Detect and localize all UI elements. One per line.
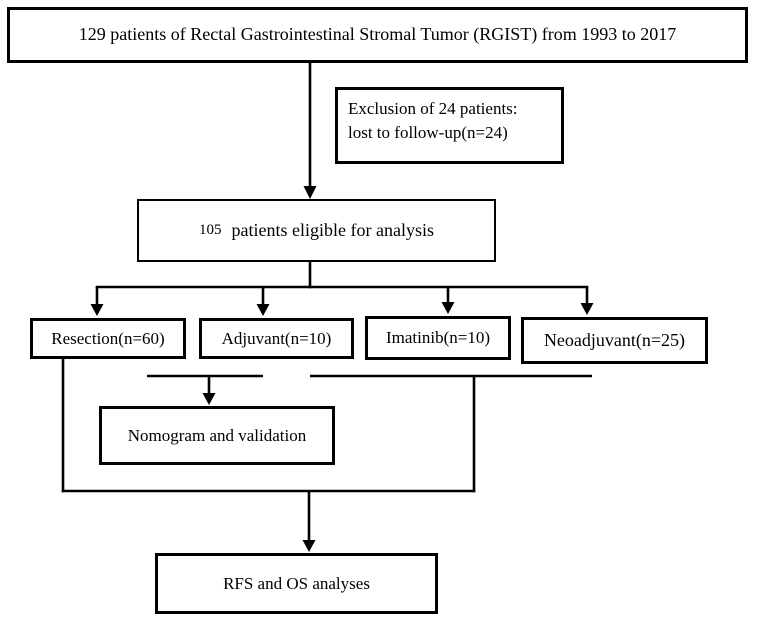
- arrow-branch-adjuvant: [256, 287, 270, 316]
- box-adjuvant: Adjuvant(n=10): [199, 318, 354, 359]
- box-imatinib: Imatinib(n=10): [365, 316, 511, 360]
- arrow-branch-imatinib: [441, 287, 455, 314]
- eligible-count: 105: [199, 222, 222, 239]
- arrow-to-nomogram: [202, 376, 216, 405]
- box-nomogram: Nomogram and validation: [99, 406, 335, 465]
- arrow-to-outcome: [302, 491, 316, 552]
- exclusion-line1: Exclusion of 24 patients:: [348, 99, 518, 118]
- outcome-label: RFS and OS analyses: [223, 573, 370, 593]
- branch-bar: [95, 262, 589, 289]
- exclusion-line2: lost to follow-up(n=24): [348, 122, 508, 142]
- adjuvant-label: Adjuvant(n=10): [221, 328, 332, 348]
- arrow-branch-neoadjuvant: [580, 287, 594, 315]
- box-outcome: RFS and OS analyses: [155, 553, 438, 614]
- box-neoadjuvant: Neoadjuvant(n=25): [521, 317, 708, 364]
- resection-label: Resection(n=60): [51, 328, 165, 348]
- exclusion-label: Exclusion of 24 patients: lost to follow…: [348, 97, 518, 145]
- eligible-label: patients eligible for analysis: [231, 220, 434, 241]
- box-total-patients: 129 patients of Rectal Gastrointestinal …: [7, 7, 748, 63]
- box-resection: Resection(n=60): [30, 318, 186, 359]
- nomogram-label: Nomogram and validation: [127, 425, 307, 445]
- box-exclusion: Exclusion of 24 patients: lost to follow…: [335, 87, 564, 164]
- arrow-total-to-eligible: [303, 62, 317, 199]
- arrow-branch-resection: [90, 287, 104, 316]
- total-patients-label: 129 patients of Rectal Gastrointestinal …: [78, 24, 677, 44]
- imatinib-label: Imatinib(n=10): [385, 328, 490, 348]
- bar-right-feed: [310, 374, 592, 493]
- box-eligible-patients: 105 patients eligible for analysis: [137, 199, 496, 262]
- neoadjuvant-label: Neoadjuvant(n=25): [543, 330, 686, 351]
